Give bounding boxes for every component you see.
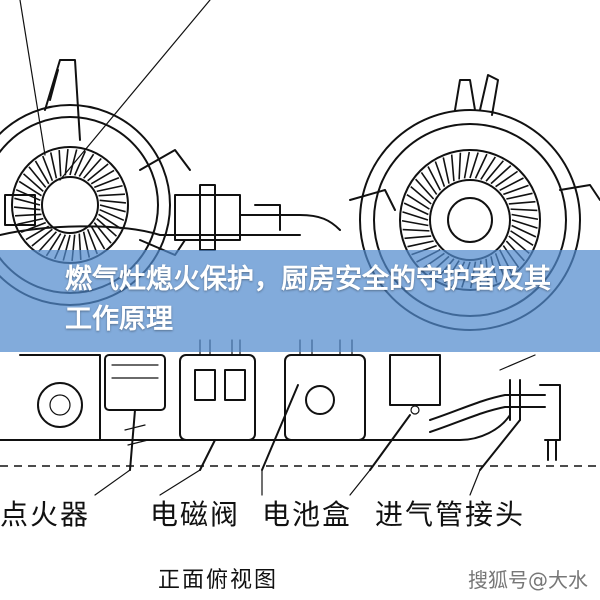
center-manifold xyxy=(174,184,341,251)
leader-lines xyxy=(94,469,481,496)
label-solenoid-valve: 电磁阀 xyxy=(150,498,241,531)
watermark: 搜狐号@大水 xyxy=(468,568,588,592)
article-title: 燃气灶熄火保护，厨房安全的守护者及其工作原理 xyxy=(65,264,551,335)
label-gas-inlet: 进气管接头 xyxy=(375,498,526,531)
title-banner xyxy=(0,250,600,352)
label-battery-box: 电池盒 xyxy=(262,498,353,531)
lower-components xyxy=(19,339,561,471)
label-igniter: 点火器 xyxy=(0,498,91,531)
diagram-caption: 正面俯视图 xyxy=(158,568,279,593)
